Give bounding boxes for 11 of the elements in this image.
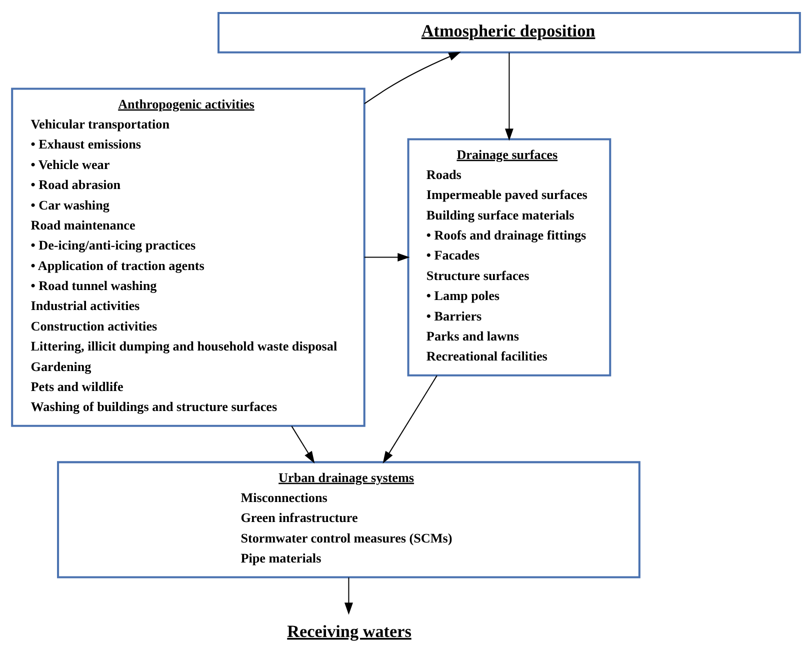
node-box: Atmospheric deposition [218,12,801,54]
arrow [364,253,410,262]
arrow [291,426,315,464]
node-text: Receiving waters [287,622,412,641]
arrow [504,52,514,141]
arrow [382,375,438,464]
node-box: Anthropogenic activities Vehicular transportation • Exhaust emissions • Vehicle wear • Road abrasion • Car washing Road maintenance • De-icing/anti-icing practices • Application of traction agents • Road tunnel washing Industrial activities Construction activities Littering, illicit dumping and household waste disposal Gardening Pets and wildlife Washing of buildings and structure surfaces [11,88,366,427]
node-box: Drainage surfaces Roads Impermeable paved surfaces Building surface materials • Roofs and drainage fittings • Facades Structure surfaces • Lamp poles • Barriers Parks and lawns Recreational facilities [407,138,612,376]
node-box: Urban drainage systems Misconnections Green infrastructure Stormwater control measures (SCMs) Pipe materials [57,461,640,578]
arrow [344,577,353,615]
arrow [364,52,461,104]
